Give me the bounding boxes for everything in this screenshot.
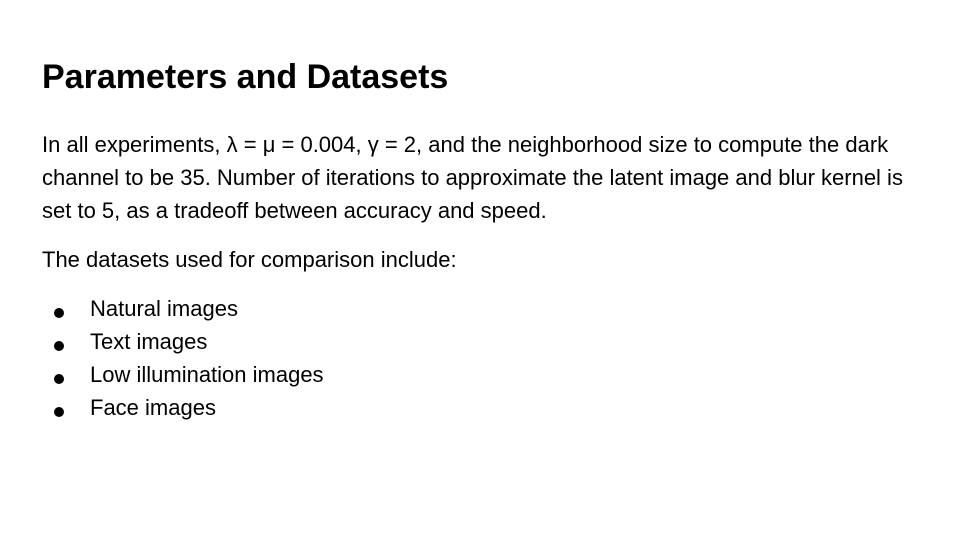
list-item: Face images (42, 391, 922, 424)
bullet-icon (54, 407, 64, 417)
bullet-icon (54, 308, 64, 318)
list-item-label: Low illumination images (90, 362, 324, 387)
list-item: Text images (42, 325, 922, 358)
list-item: Natural images (42, 292, 922, 325)
slide-body: In all experiments, λ = μ = 0.004, γ = 2… (42, 128, 922, 424)
parameters-paragraph: In all experiments, λ = μ = 0.004, γ = 2… (42, 132, 903, 223)
list-item-label: Text images (90, 329, 208, 354)
bullet-icon (54, 341, 64, 351)
list-item-label: Natural images (90, 296, 238, 321)
bullet-icon (54, 374, 64, 384)
datasets-list: Natural images Text images Low illuminat… (42, 292, 922, 424)
list-item-label: Face images (90, 395, 216, 420)
slide-title: Parameters and Datasets (42, 58, 449, 96)
datasets-intro: The datasets used for comparison include… (42, 247, 457, 272)
list-item: Low illumination images (42, 358, 922, 391)
